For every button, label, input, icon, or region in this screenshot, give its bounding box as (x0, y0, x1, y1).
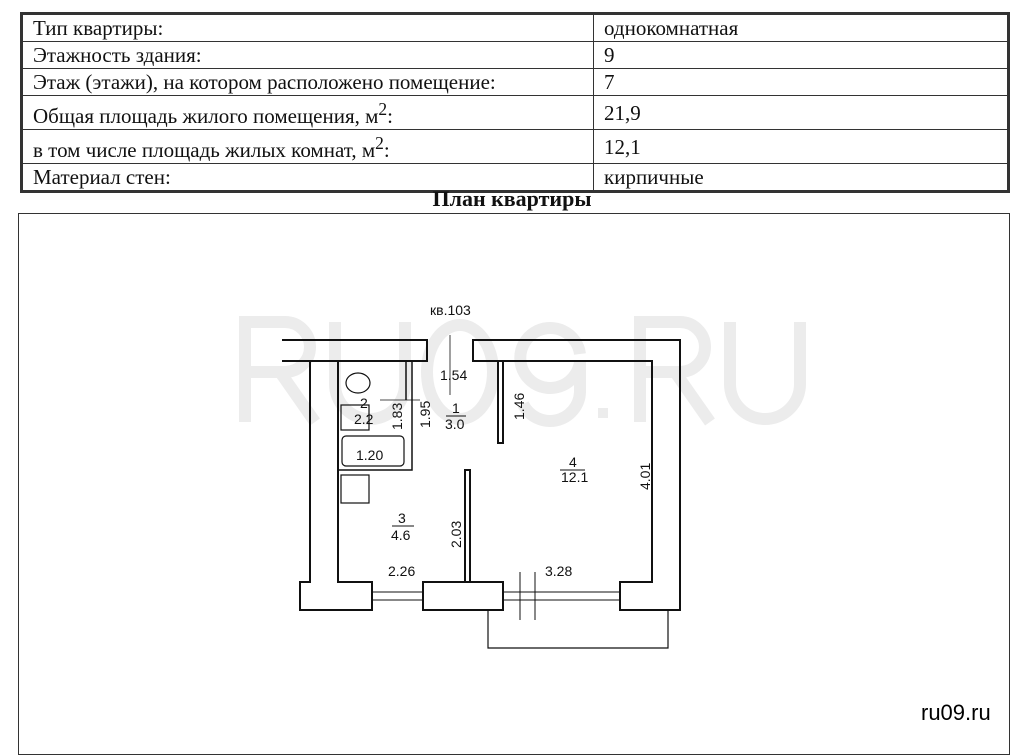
table-row: Материал стен:кирпичные (21, 163, 1009, 192)
label-cell: в том числе площадь жилых комнат, м2: (21, 129, 594, 164)
room-2-area: 2.2 (354, 411, 374, 427)
label: Материал стен: (21, 163, 594, 192)
site-label: ru09.ru (921, 700, 991, 725)
dim-1-83: 1.83 (389, 403, 405, 430)
table-row: в том числе площадь жилых комнат, м2:12,… (21, 129, 1009, 164)
bathtub-icon (341, 435, 405, 467)
apartment-number: кв.103 (430, 302, 471, 318)
dim-2-03: 2.03 (448, 521, 464, 548)
room-4-area: 12.1 (561, 469, 588, 485)
plan-title: План квартиры (432, 186, 592, 211)
label: в том числе площадь жилых комнат, м (33, 138, 376, 162)
partition-1 (497, 360, 504, 444)
dim-2-26: 2.26 (388, 563, 415, 579)
bathroom-partition (338, 361, 413, 471)
sink-icon (340, 404, 370, 431)
room-4-number: 4 (569, 454, 577, 470)
window-left (372, 591, 423, 601)
label-suffix: : (383, 138, 390, 162)
table-row: Тип квартиры:однокомнатная (21, 13, 1009, 42)
unit-sup: 2 (378, 99, 388, 119)
balcony (487, 610, 669, 649)
room-1-area: 3.0 (445, 416, 465, 432)
value: кирпичные (593, 163, 1009, 192)
label: Этажность здания: (21, 41, 594, 69)
room-3-number: 3 (398, 510, 406, 526)
toilet-icon (345, 372, 371, 394)
room-3-area: 4.6 (391, 527, 411, 543)
dim-1-95: 1.95 (417, 401, 433, 428)
value: 21,9 (593, 95, 1009, 130)
room-2-number: 2 (360, 395, 368, 411)
dim-4-01: 4.01 (637, 463, 653, 490)
label: Общая площадь жилого помещения, м (33, 104, 379, 128)
floor-plan: кв.103 1.54 1.46 1.83 1.95 1.20 2.03 2.2… (239, 302, 806, 649)
dim-3-28: 3.28 (545, 563, 572, 579)
label-suffix: : (387, 104, 393, 128)
table-row: Этажность здания:9 (21, 41, 1009, 69)
room-1-number: 1 (452, 400, 460, 416)
dim-1-46: 1.46 (511, 393, 527, 420)
dimension-lines (380, 335, 451, 401)
value: однокомнатная (593, 13, 1009, 42)
wall-left (299, 361, 373, 611)
unit-sup: 2 (375, 133, 384, 153)
dim-1-20: 1.20 (356, 447, 383, 463)
apartment-info-table: Тип квартиры:однокомнатная Этажность зда… (20, 12, 1010, 193)
value: 7 (593, 68, 1009, 96)
window-right (503, 572, 620, 620)
dim-1-54: 1.54 (440, 367, 467, 383)
partition-2 (464, 469, 471, 583)
stove-icon (340, 474, 370, 504)
wall-pier (422, 581, 504, 611)
wall-top-left (282, 339, 428, 362)
wall-top-right-outer (472, 339, 681, 611)
